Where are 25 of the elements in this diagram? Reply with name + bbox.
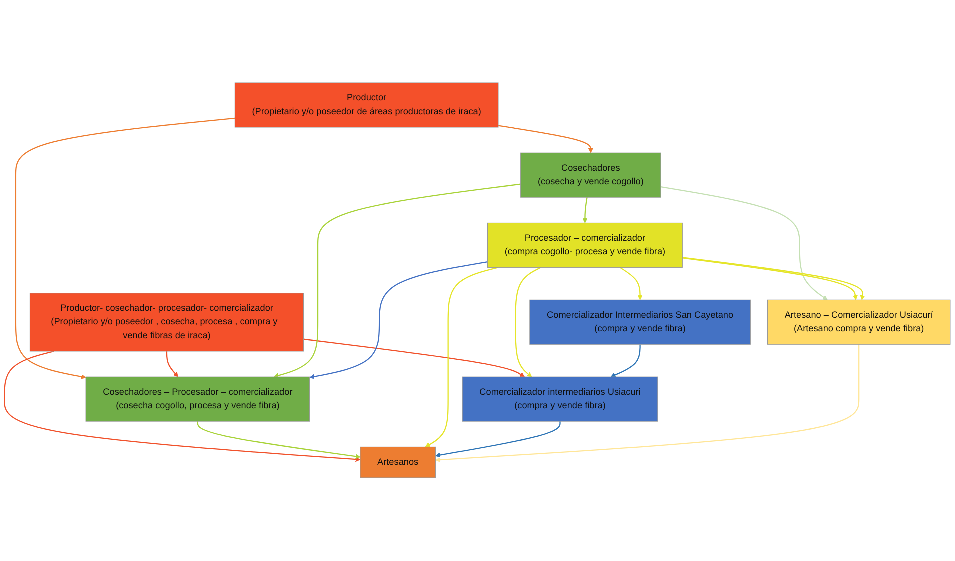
arrow bbox=[620, 267, 643, 300]
node-box bbox=[767, 300, 951, 345]
arrow bbox=[166, 351, 179, 378]
arrow bbox=[310, 262, 488, 380]
node-box bbox=[86, 376, 310, 422]
arrow bbox=[15, 118, 236, 380]
arrow bbox=[498, 125, 594, 154]
arrow bbox=[660, 186, 828, 300]
node-box bbox=[234, 82, 499, 128]
node-box bbox=[30, 293, 304, 352]
arrow bbox=[435, 422, 561, 458]
arrow bbox=[425, 267, 499, 448]
arrow bbox=[610, 344, 641, 378]
arrow bbox=[4, 350, 361, 462]
node-box bbox=[462, 376, 658, 422]
arrow bbox=[435, 344, 860, 463]
arrow bbox=[582, 197, 588, 224]
arrow bbox=[515, 267, 542, 378]
node-box bbox=[530, 300, 751, 345]
arrow bbox=[197, 422, 361, 460]
node-box bbox=[520, 152, 662, 198]
arrow bbox=[304, 338, 525, 378]
node-box bbox=[488, 222, 683, 268]
node-box bbox=[360, 446, 436, 478]
arrow bbox=[274, 184, 521, 378]
